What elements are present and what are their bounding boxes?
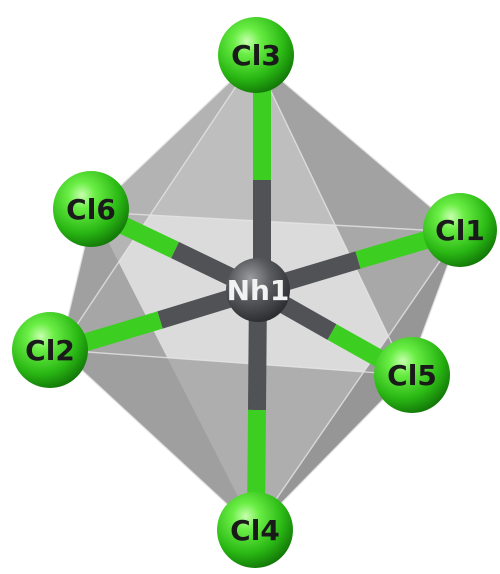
atom-cl2: Cl2 (12, 312, 88, 388)
coordination-polyhedron (59, 57, 461, 531)
polyhedron-face (60, 58, 407, 375)
polyhedron-face (60, 212, 255, 530)
atom-label-cl4: Cl4 (230, 514, 280, 547)
atom-label-cl6: Cl6 (66, 193, 116, 226)
atom-label-cl1: Cl1 (435, 214, 485, 247)
atom-cl6: Cl6 (53, 171, 129, 247)
atom-label-cl2: Cl2 (25, 334, 75, 367)
atom-label-nh1: Nh1 (227, 274, 290, 307)
atom-cl1: Cl1 (423, 193, 497, 267)
atom-label-cl3: Cl3 (231, 39, 281, 72)
atom-cl3: Cl3 (218, 17, 294, 93)
polyhedron-face (255, 58, 460, 375)
atom-nh1: Nh1 (226, 258, 290, 322)
atom-label-cl5: Cl5 (387, 359, 437, 392)
atom-cl5: Cl5 (374, 337, 450, 413)
atom-cl4: Cl4 (217, 492, 293, 568)
